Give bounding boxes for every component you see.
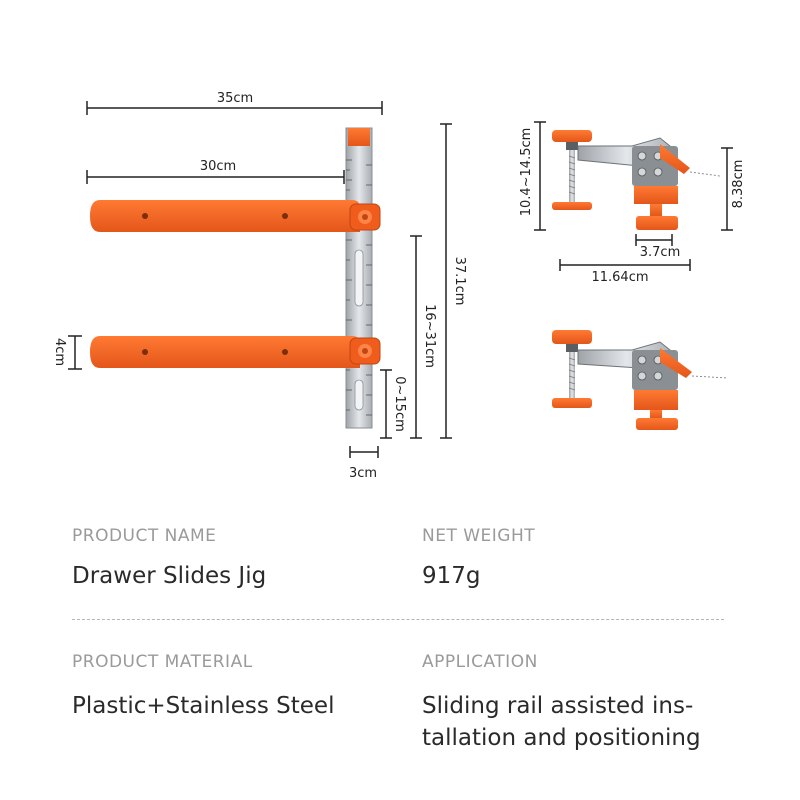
net-weight-value: 917g xyxy=(422,563,481,589)
dim-35cm-label: 35cm xyxy=(217,91,253,106)
application-value-line2: tallation and positioning xyxy=(422,725,701,751)
dim-30cm-label: 30cm xyxy=(200,159,236,174)
spec-product-name: PRODUCT NAME Drawer Slides Jig xyxy=(72,526,266,592)
ruler-bar xyxy=(345,127,373,429)
dim-0-15cm-label: 0~15cm xyxy=(392,376,407,432)
clamp-bottom xyxy=(552,330,729,430)
dim-11-64cm xyxy=(559,259,691,271)
application-value-line1: Sliding rail assisted ins- xyxy=(422,693,694,719)
dim-30cm xyxy=(86,170,345,184)
application-label: APPLICATION xyxy=(422,652,538,672)
dim-37-1cm xyxy=(440,123,452,439)
product-name-value: Drawer Slides Jig xyxy=(72,563,267,589)
dim-3-7cm xyxy=(635,234,673,246)
dim-4cm-label: 4cm xyxy=(52,338,67,366)
dim-10-4-14-5cm xyxy=(534,121,546,231)
spec-divider xyxy=(72,619,724,620)
dim-8-38cm xyxy=(721,147,733,231)
product-name-label: PRODUCT NAME xyxy=(72,526,217,546)
upper-arm xyxy=(90,200,360,232)
upper-knob-icon[interactable] xyxy=(349,203,381,231)
lower-arm xyxy=(90,336,360,368)
dim-8-38cm-label: 8.38cm xyxy=(731,160,746,209)
dim-3cm xyxy=(349,446,379,458)
dim-3cm-label: 3cm xyxy=(349,466,377,481)
dim-4cm xyxy=(68,335,82,370)
dim-35cm xyxy=(86,101,383,115)
dim-16-31cm xyxy=(410,235,422,439)
clamp-top xyxy=(552,130,721,230)
dim-0-15cm xyxy=(380,369,392,439)
material-label: PRODUCT MATERIAL xyxy=(72,652,253,672)
spec-material: PRODUCT MATERIAL Plastic+Stainless Steel xyxy=(72,652,334,722)
dim-16-31cm-label: 16~31cm xyxy=(422,304,437,368)
dim-37-1cm-label: 37.1cm xyxy=(452,257,467,306)
net-weight-label: NET WEIGHT xyxy=(422,526,536,546)
dim-11-64cm-label: 11.64cm xyxy=(591,270,648,285)
lower-knob-icon[interactable] xyxy=(349,337,381,365)
dim-3-7cm-label: 3.7cm xyxy=(640,245,681,260)
dim-10-4-14-5cm-label: 10.4~14.5cm xyxy=(519,128,534,217)
spec-net-weight: NET WEIGHT 917g xyxy=(422,526,535,592)
product-diagram: 35cm 30cm xyxy=(52,91,746,481)
material-value: Plastic+Stainless Steel xyxy=(72,693,335,719)
spec-application: APPLICATION Sliding rail assisted ins- t… xyxy=(422,652,701,754)
